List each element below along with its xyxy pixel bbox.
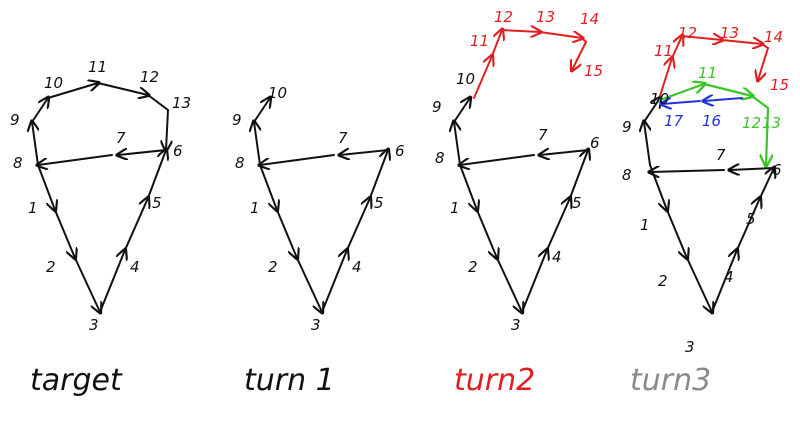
panel-turn2: 1 2 3 4 5 6 7 8 9 10 11 12 13 14 15 turn… xyxy=(432,8,603,398)
node-labels: 1 2 3 4 5 6 7 8 9 10 xyxy=(232,84,405,334)
blue-node-label: 17 xyxy=(664,112,684,130)
node-label: 7 xyxy=(538,126,548,144)
node-label: 8 xyxy=(435,149,445,167)
node-label: 10 xyxy=(650,90,669,108)
node-label: 3 xyxy=(89,316,99,334)
node-label: 9 xyxy=(10,111,20,129)
red-node-label: 12 xyxy=(494,8,513,26)
node-label: 8 xyxy=(235,154,245,172)
graph-edges xyxy=(454,98,588,312)
node-label: 1 xyxy=(28,199,38,217)
node-labels: 1 2 3 4 5 6 7 8 9 10 xyxy=(622,90,782,356)
graph-edges xyxy=(644,98,774,312)
node-label: 1 xyxy=(450,199,460,217)
node-label: 9 xyxy=(622,118,632,136)
node-label: 5 xyxy=(374,194,384,212)
red-path-edges xyxy=(473,30,588,99)
red-node-label: 14 xyxy=(764,28,783,46)
node-label: 10 xyxy=(456,70,475,88)
node-label: 13 xyxy=(172,94,191,112)
node-labels: 1 2 3 4 5 6 7 8 9 10 xyxy=(432,70,600,334)
red-node-label: 11 xyxy=(470,32,489,50)
node-label: 8 xyxy=(622,166,632,184)
node-label: 10 xyxy=(268,84,287,102)
node-label: 6 xyxy=(772,161,782,179)
node-label: 6 xyxy=(395,142,405,160)
node-label: 5 xyxy=(746,210,756,228)
red-node-label: 11 xyxy=(654,42,673,60)
node-label: 2 xyxy=(46,258,56,276)
green-node-labels: 11 12 13 xyxy=(698,64,781,132)
caption-turn1: turn 1 xyxy=(244,363,335,398)
panel-turn1: 1 2 3 4 5 6 7 8 9 10 turn 1 xyxy=(232,84,405,398)
panel-target: 1 2 3 4 5 6 7 8 9 10 11 12 13 target xyxy=(10,58,191,398)
graph-edges xyxy=(32,83,168,312)
node-label: 7 xyxy=(716,146,726,164)
node-label: 8 xyxy=(13,154,23,172)
caption-turn2: turn2 xyxy=(454,363,535,398)
node-label: 10 xyxy=(44,74,63,92)
panel-turn3: 1 2 3 4 5 6 7 8 9 10 11 12 13 14 15 11 1… xyxy=(622,24,789,398)
red-node-labels: 11 12 13 14 15 xyxy=(654,24,789,94)
node-label: 4 xyxy=(352,258,362,276)
node-label: 6 xyxy=(173,142,183,160)
node-label: 3 xyxy=(511,316,521,334)
node-label: 1 xyxy=(640,216,650,234)
node-label: 7 xyxy=(338,129,348,147)
node-label: 9 xyxy=(432,98,442,116)
node-label: 3 xyxy=(311,316,321,334)
node-label: 6 xyxy=(590,134,600,152)
green-node-label: 12 xyxy=(742,114,761,132)
red-node-label: 12 xyxy=(678,24,697,42)
red-node-label: 13 xyxy=(536,8,555,26)
red-node-labels: 11 12 13 14 15 xyxy=(470,8,603,80)
green-node-label: 13 xyxy=(762,114,781,132)
blue-node-labels: 16 17 xyxy=(664,112,721,130)
node-labels: 1 2 3 4 5 6 7 8 9 10 11 12 13 xyxy=(10,58,191,334)
graph-edges xyxy=(254,98,388,312)
red-node-label: 13 xyxy=(720,24,739,42)
node-label: 12 xyxy=(140,68,159,86)
caption-target: target xyxy=(30,363,123,398)
red-node-label: 15 xyxy=(584,62,603,80)
node-label: 7 xyxy=(116,129,126,147)
node-label: 5 xyxy=(152,194,162,212)
node-label: 11 xyxy=(88,58,107,76)
node-label: 1 xyxy=(250,199,260,217)
node-label: 5 xyxy=(572,194,582,212)
node-label: 2 xyxy=(268,258,278,276)
node-label: 9 xyxy=(232,111,242,129)
red-node-label: 14 xyxy=(580,10,599,28)
node-label: 2 xyxy=(658,272,668,290)
green-node-label: 11 xyxy=(698,64,717,82)
blue-node-label: 16 xyxy=(702,112,721,130)
blue-path-edges xyxy=(662,98,743,104)
red-path-edges xyxy=(659,36,770,97)
node-label: 4 xyxy=(552,248,562,266)
red-node-label: 15 xyxy=(770,76,789,94)
node-label: 2 xyxy=(468,258,478,276)
caption-turn3: turn3 xyxy=(630,363,711,398)
node-label: 4 xyxy=(130,258,140,276)
node-label: 3 xyxy=(685,338,695,356)
node-label: 4 xyxy=(724,268,734,286)
